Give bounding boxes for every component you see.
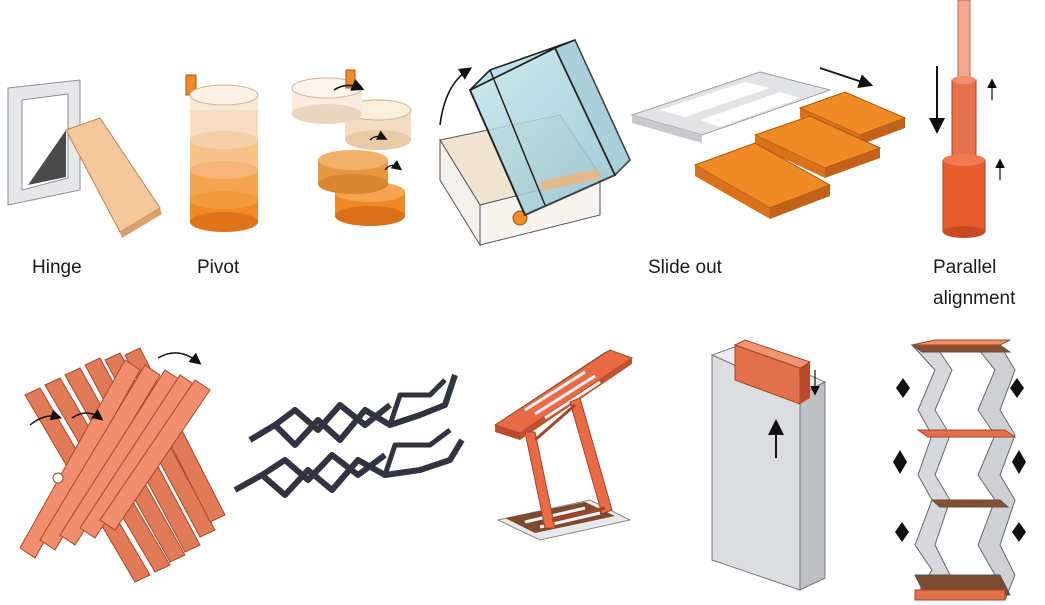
curved-arrow-icon (439, 67, 473, 126)
folding-table-illustration (493, 349, 634, 541)
inward-arrow-icon (896, 378, 910, 398)
slide-out-label: Slide out (648, 257, 722, 278)
pivot-stack-illustration (185, 74, 259, 232)
slide-out-illustration (630, 67, 907, 219)
hinge-illustration (7, 79, 162, 238)
cross-lattice-illustration (19, 347, 226, 583)
pivot-label: Pivot (197, 257, 240, 278)
rotate-arrow-icon (157, 352, 202, 365)
scissor-linkage-illustration (233, 374, 465, 498)
rotate-arrow-icon (333, 78, 365, 91)
hinge-label: Hinge (32, 257, 82, 278)
pivot-rotated-illustration (291, 69, 412, 226)
glass-box-illustration (439, 38, 631, 247)
folding-shelf-illustration (893, 339, 1026, 601)
parallel-alignment-illustration (929, 0, 1005, 238)
parallel-alignment-label: Parallel alignment (933, 257, 1016, 309)
panel-slider-illustration (710, 339, 827, 591)
